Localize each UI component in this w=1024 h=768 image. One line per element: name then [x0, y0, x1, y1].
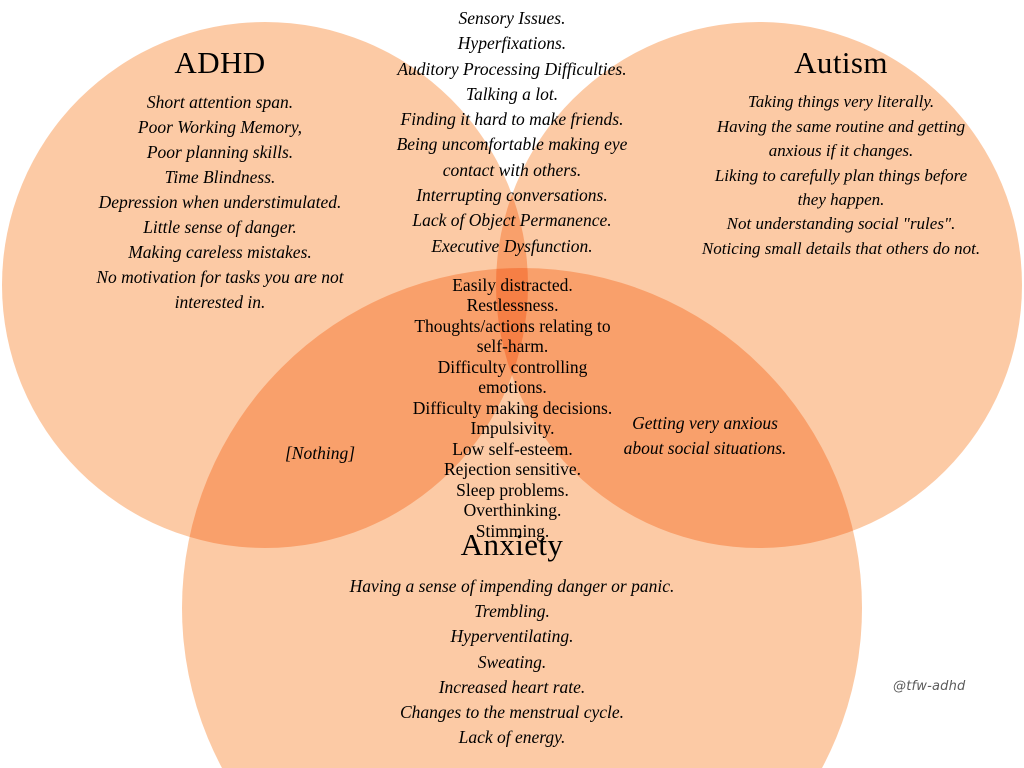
text-line: No motivation for tasks you are not — [96, 267, 344, 288]
text-line: Increased heart rate. — [438, 676, 586, 697]
text-line: Having a sense of impending danger or pa… — [349, 576, 675, 597]
text-line: [Nothing] — [284, 443, 356, 463]
text-line: Lack of Object Permanence. — [412, 210, 612, 231]
text-line: Short attention span. — [146, 92, 294, 113]
text-line: anxious if it changes. — [768, 141, 914, 161]
text-line: Difficulty making decisions. — [412, 397, 613, 418]
text-line: Interrupting conversations. — [416, 184, 608, 205]
text-line: Noticing small details that others do no… — [701, 238, 981, 258]
text-line: Being uncomfortable making eye — [396, 134, 628, 155]
text-line: Poor planning skills. — [146, 142, 294, 163]
text-line: Difficulty controlling — [437, 356, 588, 377]
text-line: Rejection sensitive. — [443, 459, 582, 480]
text-line: Making careless mistakes. — [128, 242, 312, 263]
region-anxiety-title: Anxiety — [460, 527, 564, 562]
text-line: Finding it hard to make friends. — [400, 109, 624, 130]
text-line: Liking to carefully plan things before — [714, 165, 968, 185]
text-line: emotions. — [478, 377, 547, 398]
region-adhd-autism-overlap: Sensory Issues. Hyperfixations. Auditory P… — [374, 6, 650, 259]
text-line: Hyperventilating. — [450, 626, 574, 647]
text-line: Having the same routine and getting — [716, 116, 966, 136]
region-adhd: ADHD Short attention span. Poor Working M… — [44, 45, 396, 315]
text-line: Sensory Issues. — [458, 8, 566, 28]
text-line: contact with others. — [442, 159, 582, 180]
text-line: Overthinking. — [463, 500, 562, 521]
region-adhd-title: ADHD — [174, 45, 266, 80]
text-line: Trembling. — [474, 601, 550, 622]
text-line: they happen. — [797, 189, 885, 209]
text-line: Auditory Processing Difficulties. — [397, 58, 627, 79]
credit-watermark: @tfw-adhd — [893, 679, 966, 694]
region-anxiety: Anxiety Having a sense of impending dang… — [312, 527, 712, 750]
text-line: interested in. — [174, 292, 266, 313]
text-line: Changes to the menstrual cycle. — [399, 702, 625, 723]
region-anxiety-items: Having a sense of impending danger or pa… — [312, 574, 712, 750]
text-line: Not understanding social "rules". — [726, 214, 956, 234]
text-line: Low self-esteem. — [452, 438, 573, 459]
region-autism-anxiety-overlap: Getting very anxious about social situati… — [607, 411, 803, 461]
text-line: Impulsivity. — [470, 418, 555, 439]
text-line: Depression when understimulated. — [98, 192, 342, 213]
text-line: Poor Working Memory, — [137, 117, 303, 138]
text-line: Thoughts/actions relating to — [414, 315, 611, 336]
text-line: Stimming. — [475, 520, 550, 541]
region-autism-items: Taking things very literally. Having the … — [672, 90, 1010, 261]
text-line: Little sense of danger. — [143, 217, 297, 238]
region-adhd-anxiety-overlap: [Nothing] — [240, 441, 400, 466]
region-adhd-anxiety-items: [Nothing] — [240, 441, 400, 466]
region-adhd-items: Short attention span. Poor Working Memory… — [44, 90, 396, 315]
text-line: Getting very anxious — [632, 413, 778, 433]
text-line: Hyperfixations. — [457, 33, 567, 54]
text-line: Restlessness. — [466, 295, 559, 316]
text-line: Time Blindness. — [164, 167, 276, 188]
text-line: Taking things very literally. — [747, 92, 935, 112]
region-adhd-autism-items: Sensory Issues. Hyperfixations. Auditory P… — [374, 6, 650, 259]
text-line: Sweating. — [477, 651, 547, 672]
region-autism-anxiety-items: Getting very anxious about social situati… — [607, 411, 803, 461]
text-line: Sleep problems. — [456, 479, 569, 500]
text-line: Executive Dysfunction. — [431, 235, 593, 256]
text-line: Easily distracted. — [452, 275, 573, 295]
text-line: Lack of energy. — [458, 727, 566, 748]
region-all-three-items: Easily distracted.Restlessness.Thoughts/… — [390, 275, 635, 541]
text-line: Talking a lot. — [465, 83, 559, 104]
text-line: self-harm. — [476, 336, 549, 357]
text-line: about social situations. — [623, 438, 787, 459]
region-all-three-overlap: Easily distracted.Restlessness.Thoughts/… — [390, 275, 635, 541]
region-autism: Autism Taking things very literally. Havi… — [672, 45, 1010, 261]
region-autism-title: Autism — [794, 45, 888, 80]
